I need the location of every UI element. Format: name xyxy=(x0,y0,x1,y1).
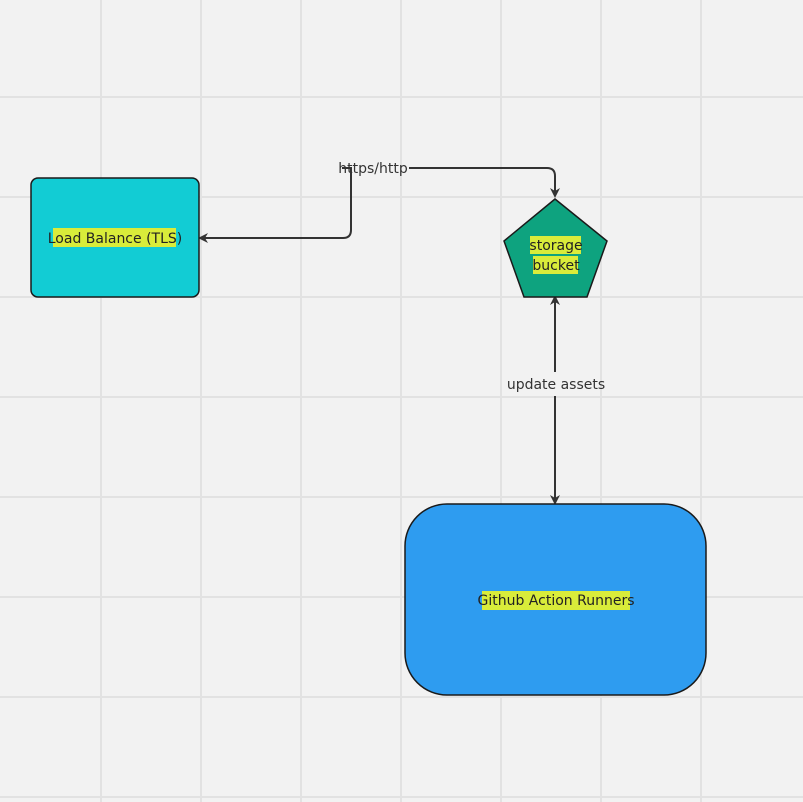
label-highlight xyxy=(53,228,176,247)
label-highlight xyxy=(533,256,578,274)
label-highlight xyxy=(530,236,581,254)
node-github-runners[interactable]: Github Action Runners xyxy=(404,503,707,696)
node-label-load-balancer: Load Balance (TLS) xyxy=(48,231,182,247)
node-load-balancer[interactable]: Load Balance (TLS) xyxy=(30,177,200,298)
label-highlight xyxy=(482,591,630,610)
node-storage-bucket[interactable]: storage bucket xyxy=(503,198,608,298)
edge-https-to-load-balancer[interactable] xyxy=(198,167,352,243)
node-label-github-runners: Github Action Runners xyxy=(478,593,635,609)
edge-label-https: https/http xyxy=(338,161,408,177)
node-label-storage-line1: storage xyxy=(529,238,582,254)
edge-label-update-assets: update assets xyxy=(507,377,605,393)
node-label-storage-line2: bucket xyxy=(532,258,580,274)
edge-https-connector[interactable] xyxy=(409,167,560,198)
